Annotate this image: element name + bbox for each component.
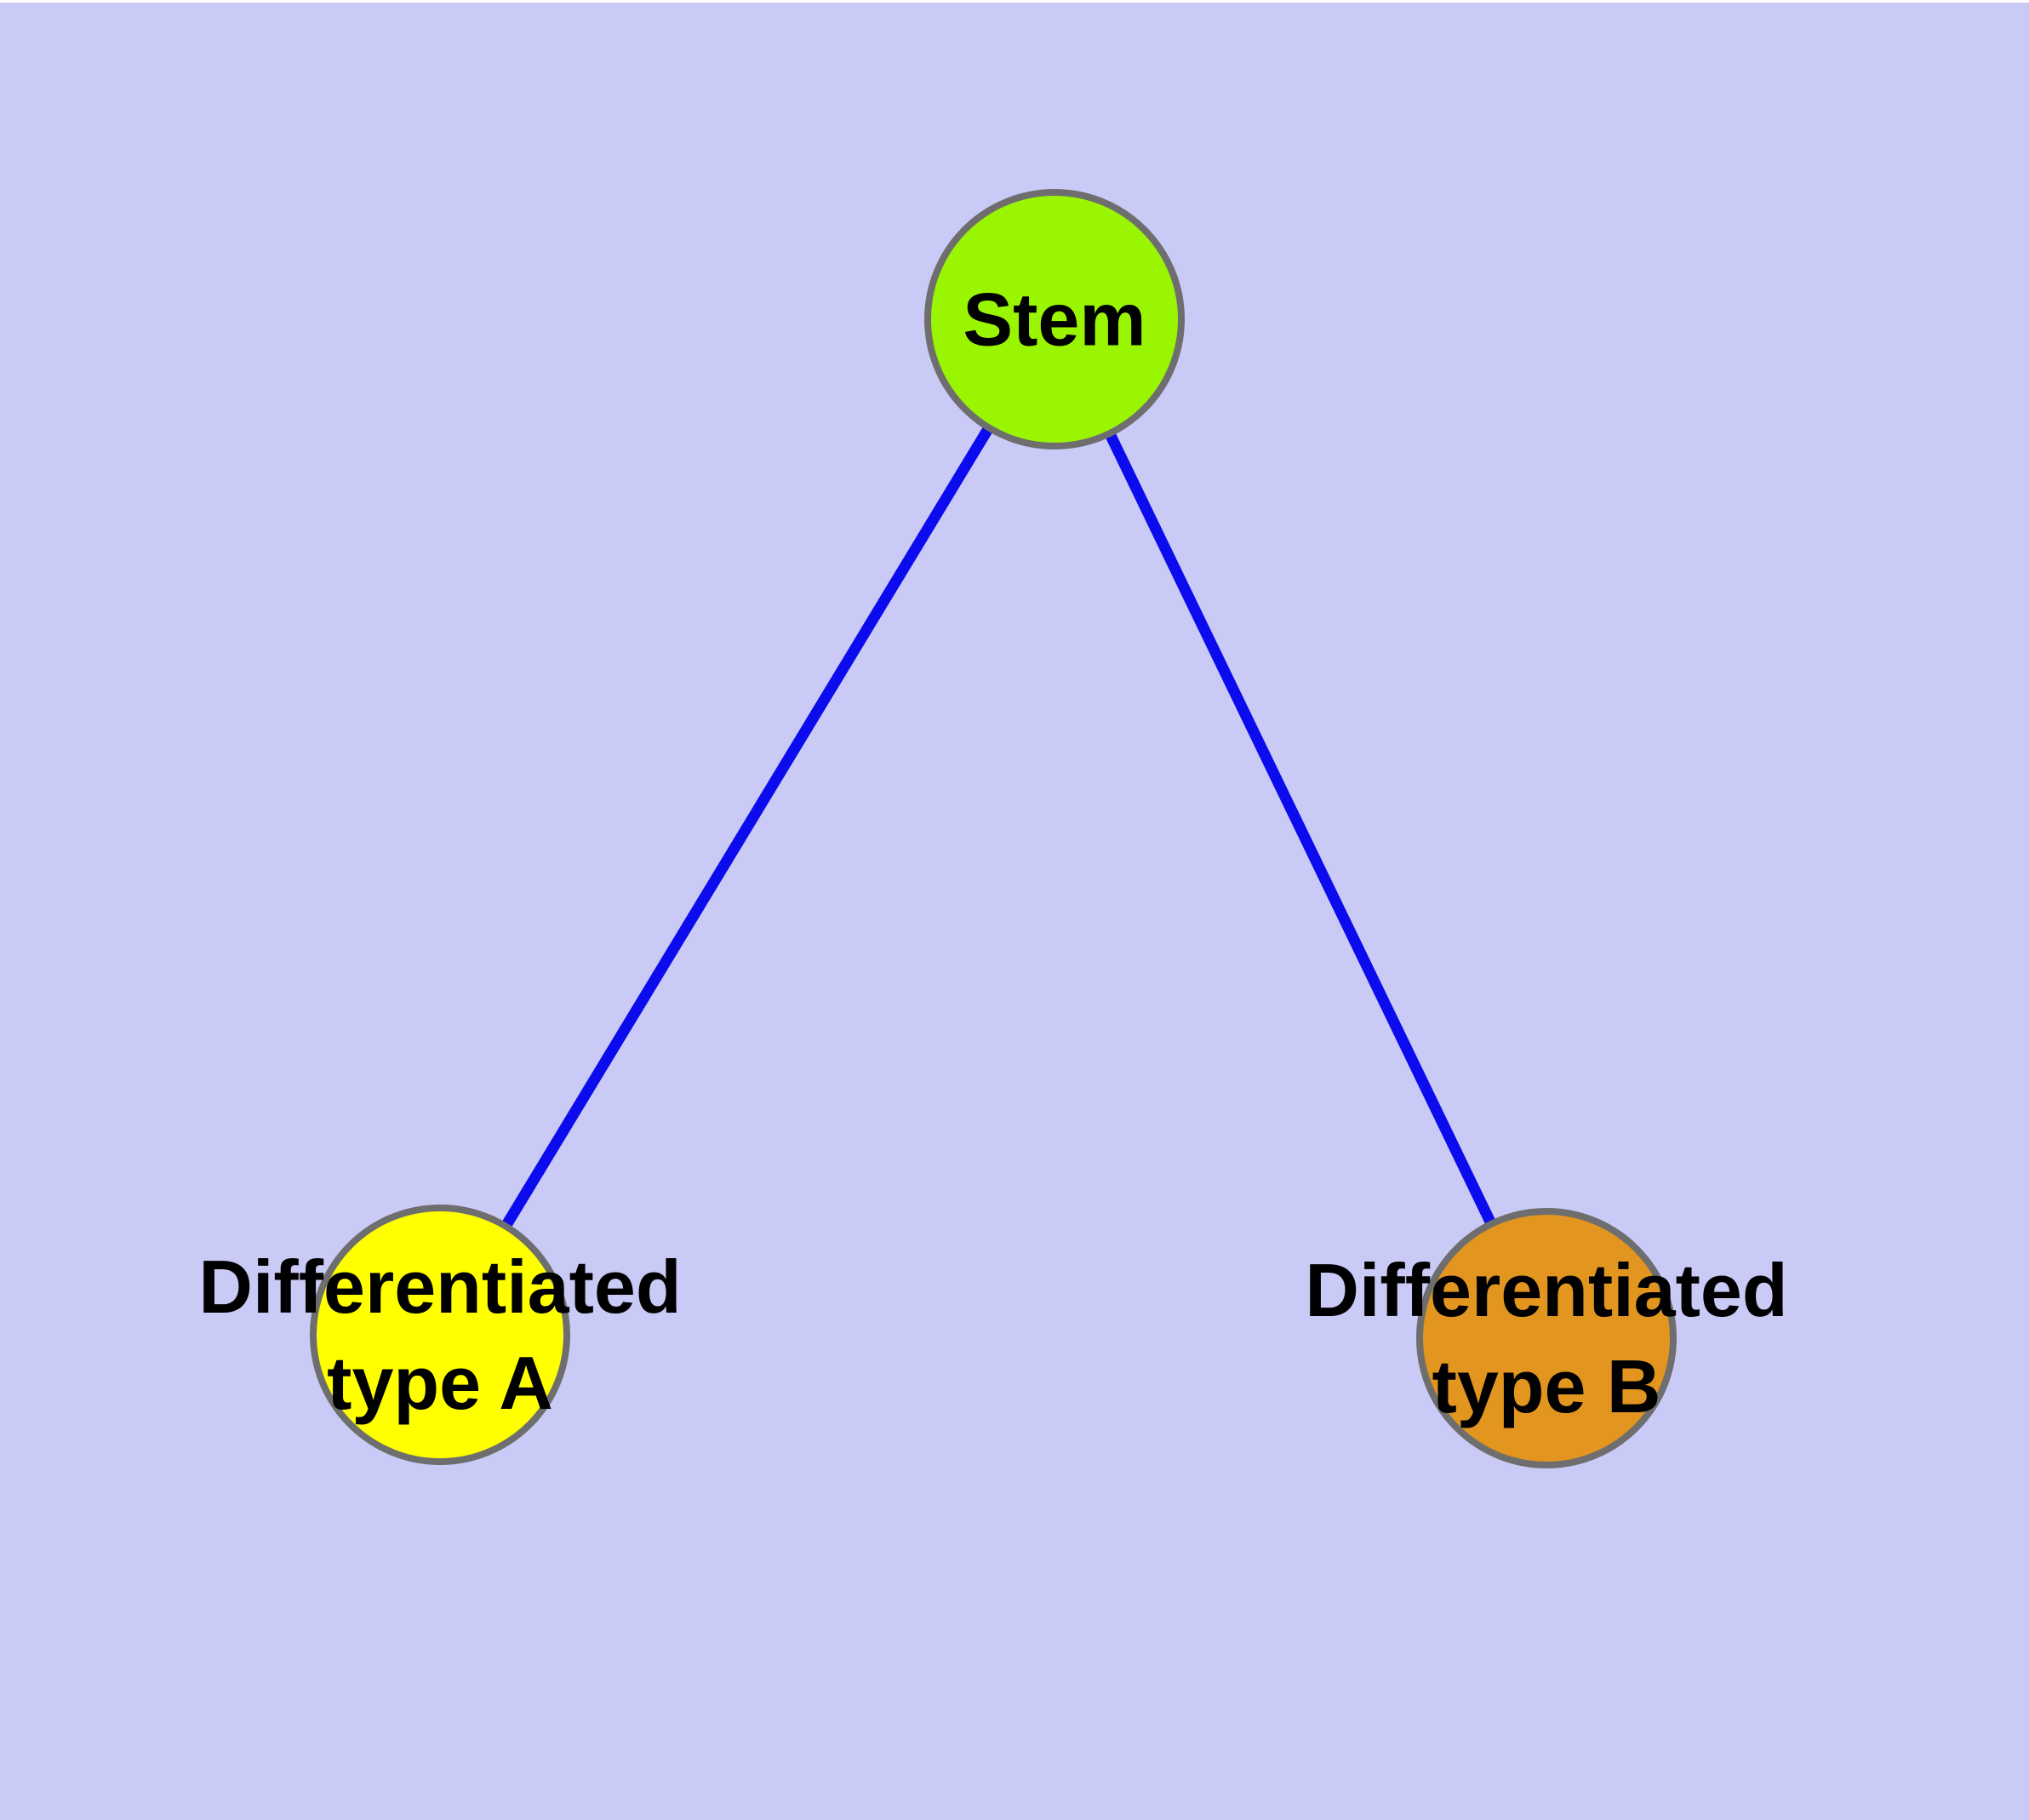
stem-label-text: Stem: [963, 277, 1146, 362]
node-circle-stem: [924, 189, 1185, 449]
type-b-label-line-2: type B: [1432, 1344, 1661, 1428]
node-label-differentiated-type-a: Differentiated type A: [198, 1239, 681, 1431]
type-a-label-line-1: Differentiated: [198, 1245, 682, 1329]
edge-stem-to-type-b: [1049, 317, 1552, 1341]
type-b-label-line-1: Differentiated: [1305, 1248, 1788, 1332]
node-label-differentiated-type-b: Differentiated type B: [1305, 1242, 1787, 1434]
node-circle-differentiated-type-b: [1416, 1208, 1677, 1468]
node-circle-differentiated-type-a: [310, 1205, 570, 1465]
node-label-stem: Stem: [963, 272, 1146, 368]
edge-stem-to-type-a: [435, 316, 1060, 1338]
type-a-label-line-2: type A: [327, 1341, 553, 1425]
